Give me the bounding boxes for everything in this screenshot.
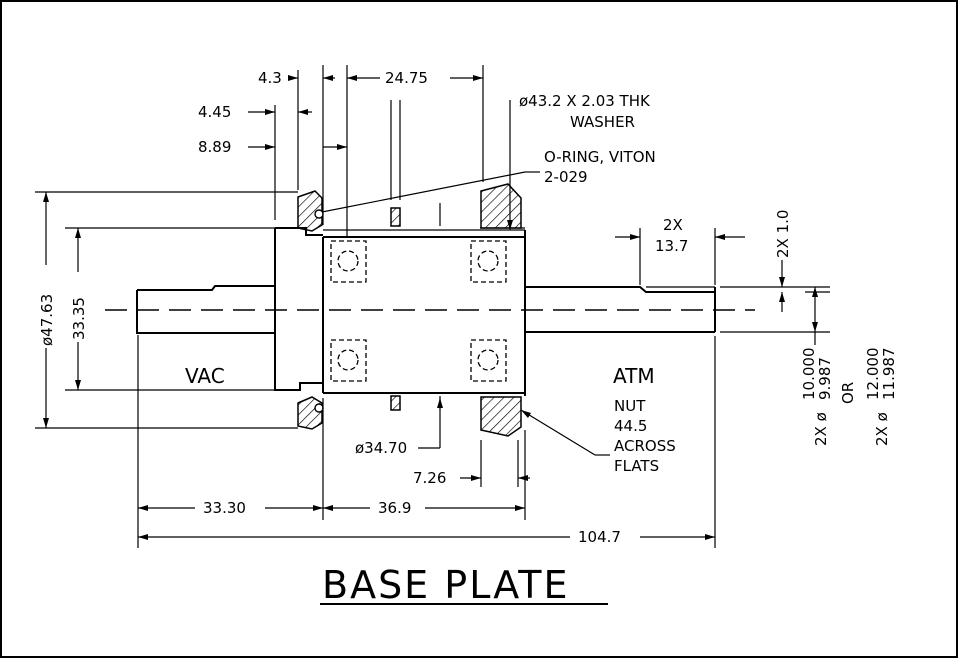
leader-lines [321, 100, 610, 456]
vac-label: VAC [185, 364, 225, 388]
dim-8-89: 8.89 [198, 138, 231, 156]
dim-4-45: 4.45 [198, 103, 231, 121]
dim-34-70: ø34.70 [355, 439, 407, 457]
dimension-lines [43, 75, 818, 540]
extension-lines [35, 65, 830, 548]
callout-texts: ø43.2 X 2.03 THK WASHER O-RING, VITON 2-… [519, 92, 676, 475]
nut-callout-line1: NUT [614, 397, 646, 415]
shaft-diameter-callouts: 2X ø 10.000 9.987 OR 2X ø 12.000 11.987 [800, 348, 898, 447]
dim-4-3: 4.3 [258, 69, 282, 87]
retaining-rings [390, 203, 441, 411]
dim-13-7: 13.7 [655, 237, 688, 255]
dim-33-30: 33.30 [203, 499, 246, 517]
oring-callout-line1: O-RING, VITON [544, 148, 656, 166]
washer-callout-line1: ø43.2 X 2.03 THK [519, 92, 651, 110]
shaft-b-lower: 11.987 [880, 348, 898, 401]
dim-2x-label: 2X [663, 216, 683, 234]
shaft-a-lower: 9.987 [816, 357, 834, 400]
oring-seals [297, 190, 324, 430]
nut-callout-line2: 44.5 [614, 417, 647, 435]
housing-body [274, 227, 526, 396]
shaft-a-upper: 10.000 [800, 348, 818, 401]
shaft-prefix-b: 2X ø [873, 412, 891, 446]
atm-label: ATM [613, 364, 655, 388]
bearings [330, 240, 507, 382]
shaft-prefix-a: 2X ø [812, 412, 830, 446]
dim-2x-1-0: 2X 1.0 [774, 210, 792, 258]
dim-7-26: 7.26 [413, 469, 446, 487]
dimension-texts: 4.3 24.75 4.45 8.89 2X 13.7 2X 1.0 ø47.6… [38, 69, 792, 546]
nut-callout-line3: ACROSS [614, 437, 676, 455]
washer-callout-line2: WASHER [570, 113, 635, 131]
dim-104-7: 104.7 [578, 528, 621, 546]
dim-36-9: 36.9 [378, 499, 411, 517]
dim-33-35: 33.35 [70, 297, 88, 340]
shaft-or: OR [839, 382, 857, 404]
oring-callout-line2: 2-029 [544, 168, 588, 186]
nut-callout-line4: FLATS [614, 457, 659, 475]
nut [480, 183, 522, 437]
dim-47-63: ø47.63 [38, 294, 56, 346]
drawing-title: BASE PLATE [322, 563, 570, 607]
dim-24-75: 24.75 [385, 69, 428, 87]
shaft-b-upper: 12.000 [864, 348, 882, 401]
